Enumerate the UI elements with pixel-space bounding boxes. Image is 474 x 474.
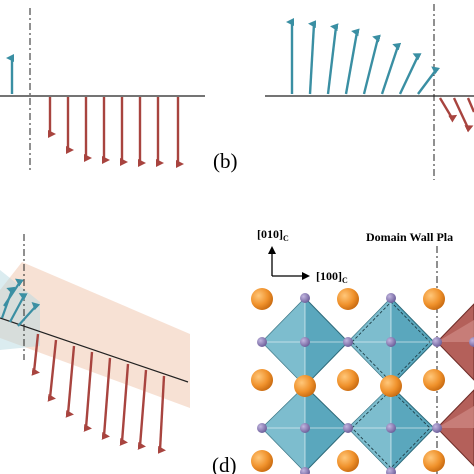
panel-a-fragment bbox=[0, 8, 205, 172]
teal-arrows-b bbox=[286, 18, 440, 95]
tilted-plane-c bbox=[0, 262, 190, 408]
axis-horizontal-subscript: C bbox=[342, 276, 348, 285]
axis-vertical-label: [010] bbox=[257, 227, 283, 241]
panel-d-label: (d) bbox=[212, 453, 237, 474]
red-arrows-c bbox=[31, 333, 166, 454]
svg-text:[100]C: [100]C bbox=[316, 269, 348, 285]
panel-c-fragment bbox=[0, 234, 190, 454]
axis-horizontal-label: [100] bbox=[316, 269, 342, 283]
axis-vertical-subscript: C bbox=[283, 234, 289, 243]
domain-wall-label: Domain Wall Pla bbox=[366, 230, 453, 244]
panel-b: (b) bbox=[213, 4, 474, 180]
red-arrows-a bbox=[48, 97, 184, 168]
baseline-c bbox=[0, 317, 189, 383]
panel-d: [010]C [100]C Domain Wall Pla bbox=[212, 227, 474, 474]
axis-indicator: [010]C [100]C bbox=[257, 227, 348, 285]
a-site-spheres bbox=[251, 288, 445, 472]
panel-b-label: (b) bbox=[213, 149, 238, 173]
red-arrows-b bbox=[438, 97, 474, 133]
teal-arrows-c bbox=[0, 278, 41, 327]
o-site-spheres bbox=[257, 293, 474, 474]
svg-text:[010]C: [010]C bbox=[257, 227, 289, 243]
